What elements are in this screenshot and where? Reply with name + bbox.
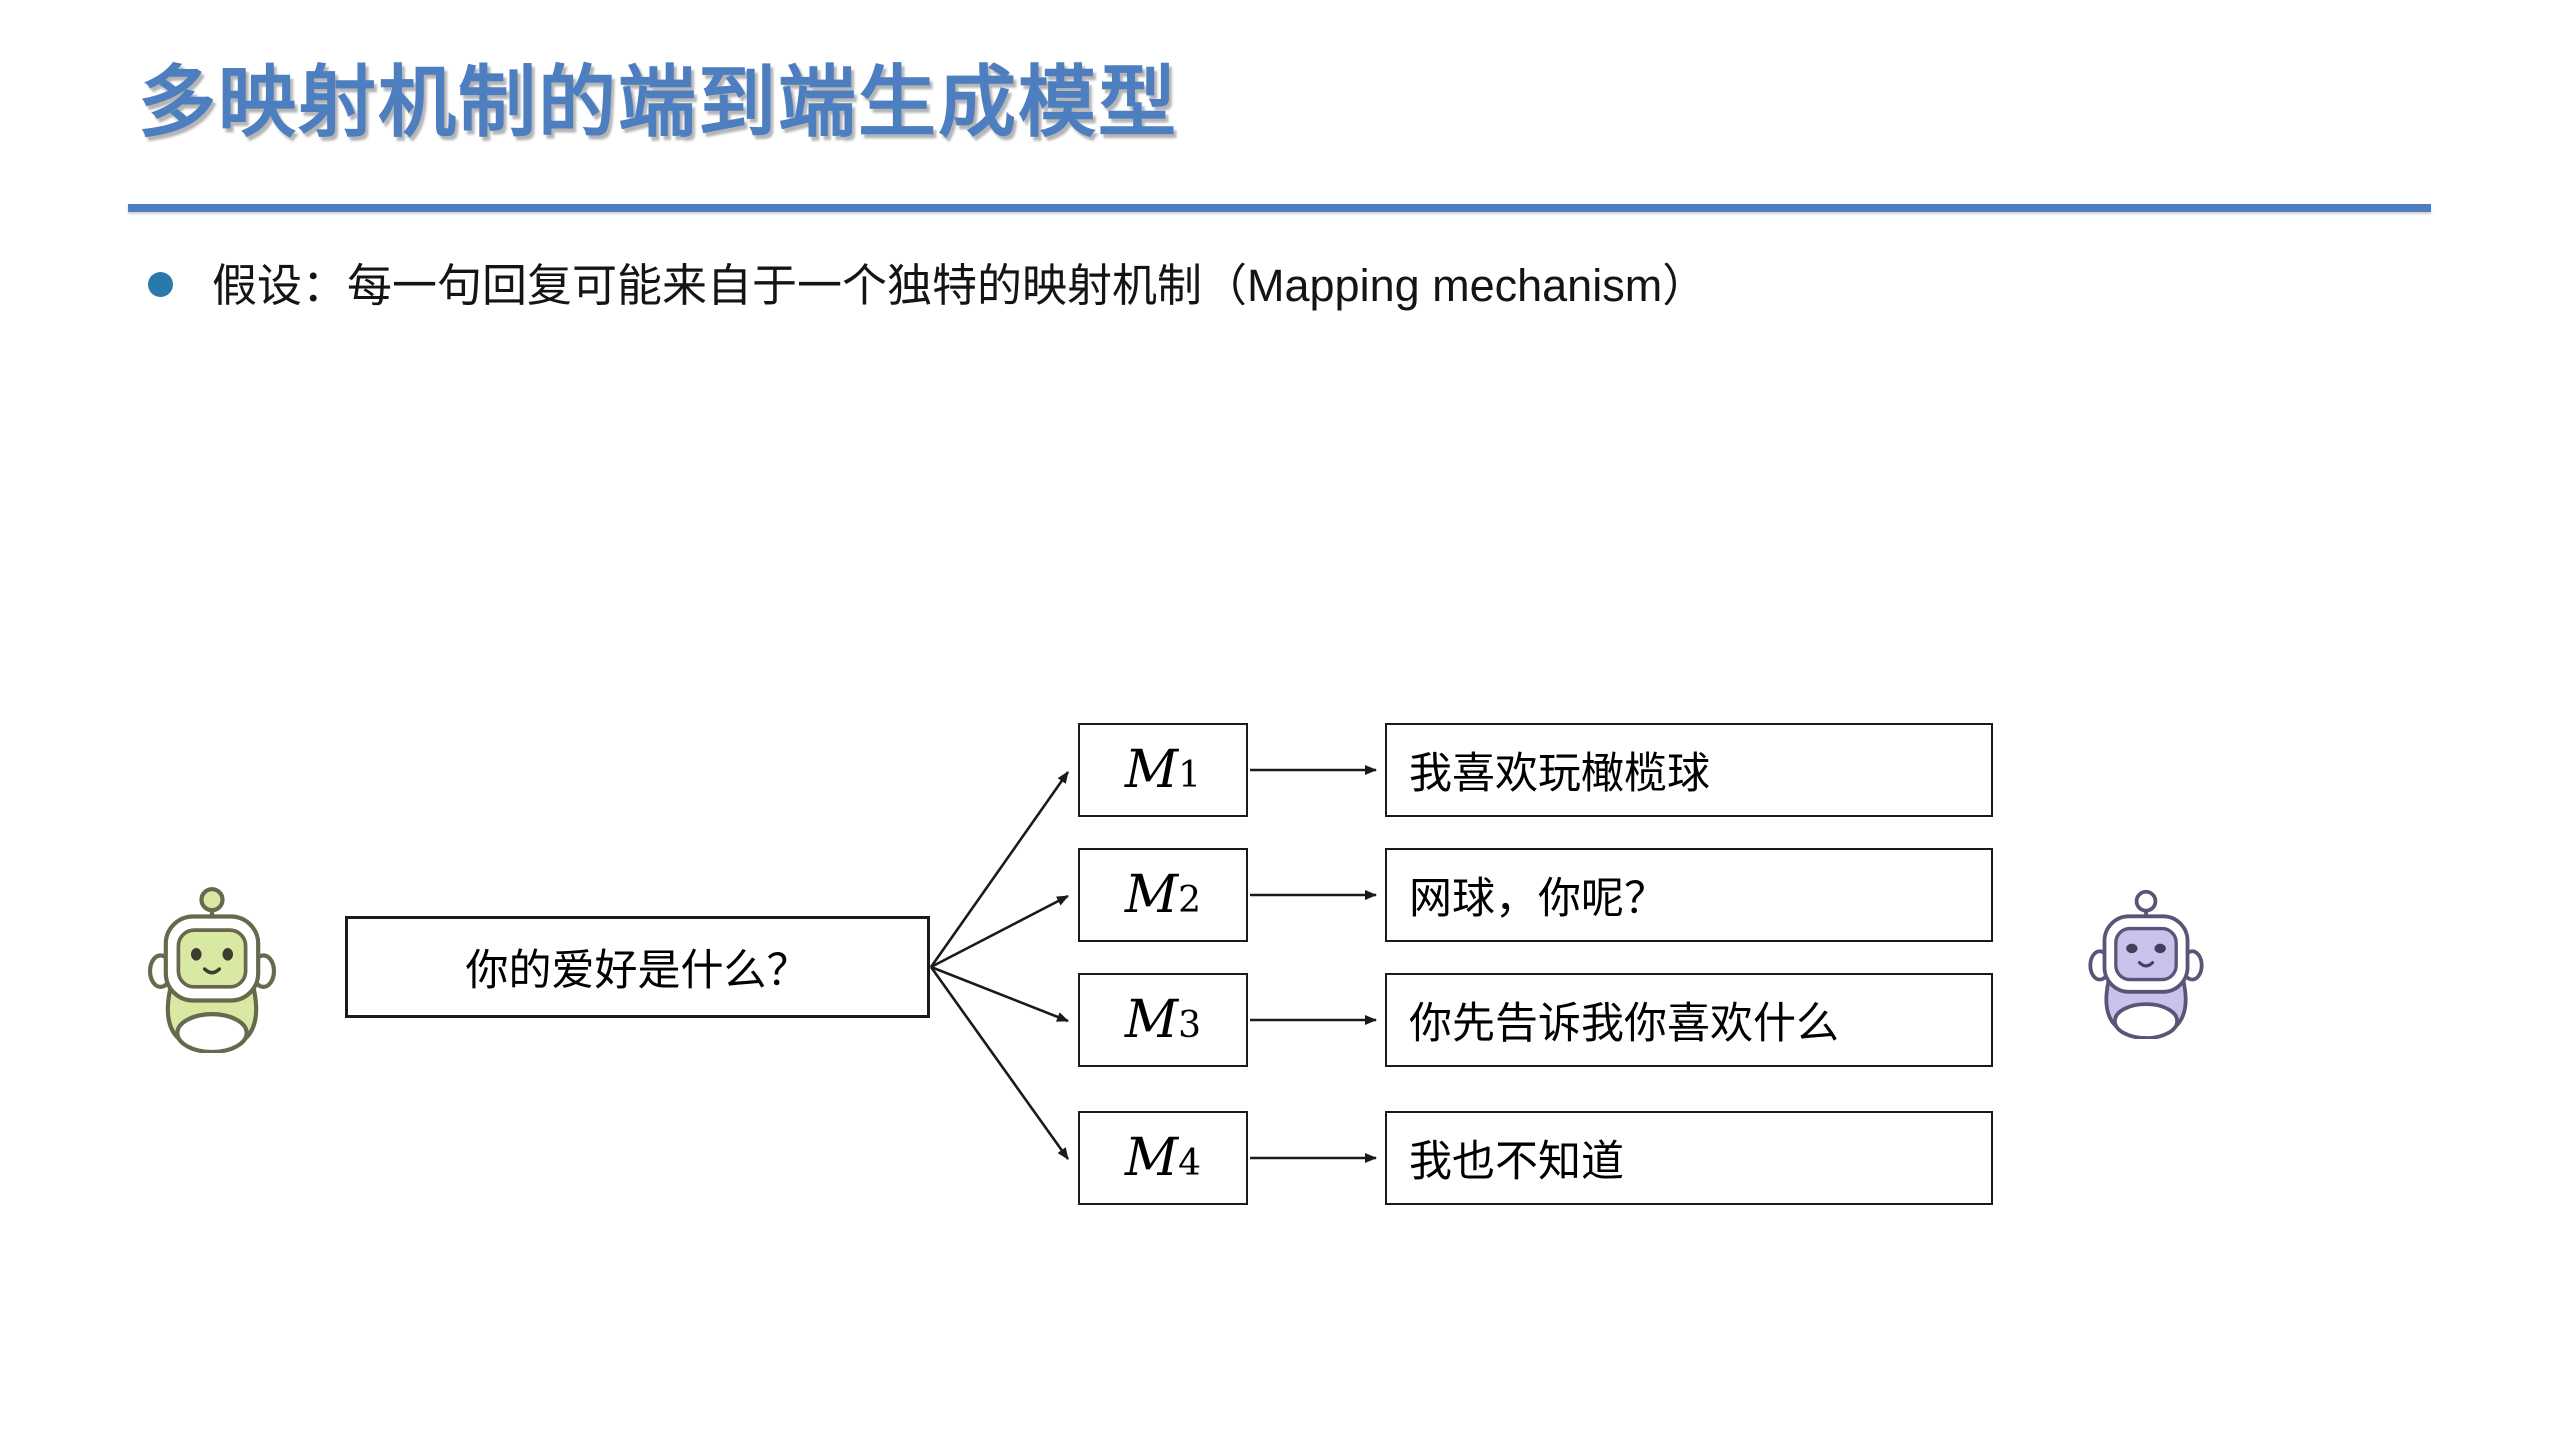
- response-text-2: 网球，你呢？: [1409, 875, 1667, 923]
- response-text-3: 你先告诉我你喜欢什么: [1409, 1000, 1839, 1048]
- arrow-query-to-m2: [930, 894, 1069, 969]
- response-box-4: 我也不知道: [1385, 1111, 1993, 1205]
- response-text-1: 我喜欢玩橄榄球: [1409, 750, 1710, 798]
- title-underline: [128, 204, 2431, 212]
- response-box-3: 你先告诉我你喜欢什么: [1385, 973, 1993, 1067]
- query-box: 你的爱好是什么？: [345, 916, 930, 1018]
- response-box-1: 我喜欢玩橄榄球: [1385, 723, 1993, 817]
- bullet-text: 假设：每一句回复可能来自于一个独特的映射机制（Mapping mechanism…: [212, 260, 1708, 311]
- arrow-query-to-m1: [929, 771, 1070, 968]
- m3-label: M: [1124, 990, 1179, 1050]
- purple-chatbot-icon: [2088, 889, 2204, 1039]
- m2-label: M: [1124, 865, 1179, 925]
- m1-label: M: [1124, 740, 1179, 800]
- arrow-query-to-m3: [930, 965, 1069, 1023]
- bullet-dot-icon: [148, 272, 173, 297]
- green-chatbot-icon: [147, 887, 277, 1053]
- response-box-2: 网球，你呢？: [1385, 848, 1993, 942]
- arrow-query-to-m4: [929, 966, 1070, 1160]
- query-text: 你的爱好是什么？: [465, 947, 810, 995]
- page-title: 多映射机制的端到端生成模型: [138, 58, 1179, 146]
- response-text-4: 我也不知道: [1409, 1138, 1624, 1186]
- m4-label: M: [1124, 1128, 1179, 1188]
